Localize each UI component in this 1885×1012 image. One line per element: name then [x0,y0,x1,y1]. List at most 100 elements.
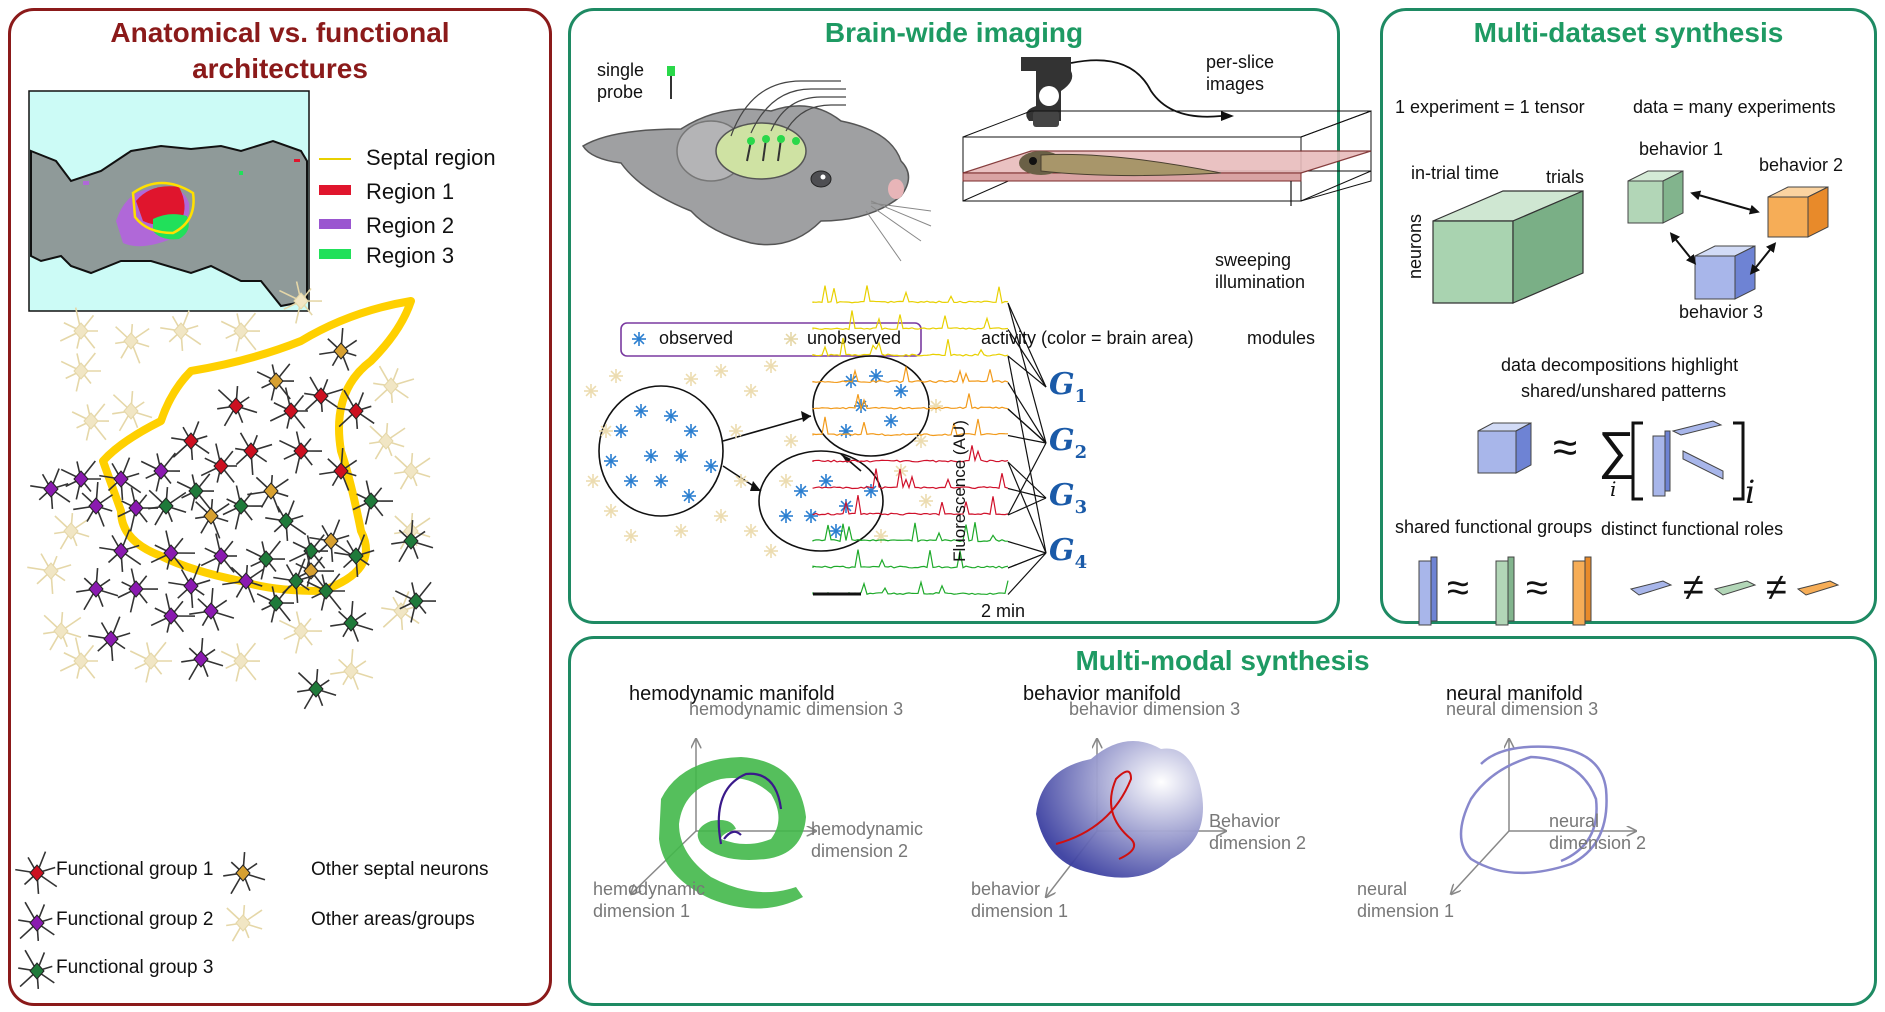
neuron-group3-59 [306,573,345,611]
legend-functional-group-1: Functional group 1 [56,859,214,880]
multidataset-title: Multi-dataset synthesis [1473,17,1784,48]
unobserved-star-2 [586,474,600,488]
observed-star-18 [819,474,833,488]
neuron-septal-40 [195,498,230,539]
neuron-group3-53 [391,519,434,563]
bracket-subscript: i [1745,473,1756,511]
trace-7 [812,468,1009,490]
trace-3 [812,366,1009,385]
neuron-other-10 [369,422,406,460]
data-many-label: data = many experiments [1633,97,1836,117]
legend-icon-group3 [18,949,55,990]
module-subscript-1: 1 [1074,386,1088,407]
tensor-cubes [1418,170,1840,626]
manifold-dim2-line1-1: Behavior [1209,811,1281,831]
observed-star-0 [614,424,628,438]
observed-star-1 [634,404,648,418]
legend-region-2: Region 2 [366,213,455,238]
neuron-other-0 [59,307,98,349]
manifold-dim1-line1-0: hemodynamic [593,879,706,899]
unobserved-star-6 [714,509,728,523]
neuron-group3-67 [297,668,337,710]
neuron-group3-39 [176,473,215,511]
trace-11 [812,579,1009,596]
per-slice-label: per-slice images [1206,52,1275,94]
observed-star-17 [794,484,808,498]
approx-symbol-2: ≈ [1447,566,1469,610]
unobserved-label: unobserved [807,328,902,348]
scalebar-label: 2 min [981,601,1026,621]
anatomical-title-line1: Anatomical vs. functional [110,17,450,48]
unobserved-star-13 [779,474,793,488]
module-label-g1: G1 [1049,367,1088,407]
manifold-dim3-1: behavior dimension 3 [1069,699,1241,719]
activity-label: activity (color = brain area) [981,328,1194,348]
neuron-group2-48 [150,530,196,570]
neuron-other-15 [59,637,98,679]
neuron-group3-58 [273,558,316,604]
observed-star-3 [684,424,698,438]
observation-graph [584,322,943,558]
unobserved-star-19 [874,529,888,543]
trace-8 [812,495,1009,516]
wire-10-b [1007,552,1047,569]
neuron-other-6 [60,352,101,392]
neuron-other-9 [71,403,110,441]
legend-other-areas: Other areas/groups [311,909,475,930]
manifold-dim2-line1-0: hemodynamic [811,819,924,839]
neuron-group1-30 [200,443,237,483]
behavior-2-label: behavior 2 [1759,155,1844,175]
unobserved-star-5 [674,524,688,538]
multimodal-title: Multi-modal synthesis [1075,645,1370,676]
unobserved-star-12 [784,434,798,448]
trace-0 [812,285,1009,304]
wire-5-a [1007,434,1047,444]
wire-8-b [1007,442,1047,516]
neuron-group2-62 [150,593,196,633]
observed-star-12 [869,369,883,383]
manifold-dim2-line2-1: dimension 2 [1209,833,1307,853]
decomp-line1: data decompositions highlight [1501,355,1739,375]
neuron-other-11 [394,452,431,490]
distinct-roles-label: distinct functional roles [1601,519,1784,539]
observed-star-5 [644,449,658,463]
module-subscript-2: 2 [1074,442,1088,463]
module-subscript-4: 4 [1074,552,1088,573]
unobserved-star-1 [599,424,613,438]
neuron-group3-43 [265,500,307,542]
shared-groups-label: shared functional groups [1395,517,1593,537]
observed-star-8 [624,474,638,488]
manifold-title-1: behavior manifold [1023,683,1181,705]
wire-1-a [1007,329,1047,388]
neuron-other-2 [160,310,202,352]
legend-functional-group-3: Functional group 3 [56,957,214,978]
neuron-other-19 [220,642,261,682]
observed-star-15 [884,414,898,428]
neuron-group1-23 [304,376,344,413]
neuron-group3-41 [222,485,264,530]
unobserved-star-9 [744,384,758,398]
manifold-dim1-line2-1: dimension 1 [971,901,1069,921]
neuron-group3-60 [256,585,295,623]
sum-subscript: i [1610,477,1617,501]
unobserved-star-0 [584,384,598,398]
fluorescence-traces [812,285,1047,596]
brainwide-panel: Brain-wide imaging single probe [568,8,1372,624]
modules-label: modules [1247,328,1316,348]
trace-10 [812,549,1009,569]
legend-other-septal: Other septal neurons [311,859,489,880]
neuron-group2-56 [168,563,211,609]
neuron-other-12 [54,512,91,550]
multimodal-panel: Multi-modal synthesis hemodynamic ma [568,636,1877,1006]
wire-3-a [1007,382,1047,444]
legend-septal-region: Septal region [366,145,496,170]
neuron-group2-36 [73,482,113,527]
module-label-g3: G3 [1049,478,1088,518]
neuron-other-1 [115,323,150,364]
approx-symbol-1: ≈ [1553,423,1578,472]
legend-region-1: Region 1 [366,179,455,204]
fluorescence-ylabel: Fluorescence (AU) [949,420,969,562]
observed-star-13 [894,384,908,398]
neq-symbol-1: ≠ [1683,567,1704,609]
neuron-other-14 [43,611,82,651]
